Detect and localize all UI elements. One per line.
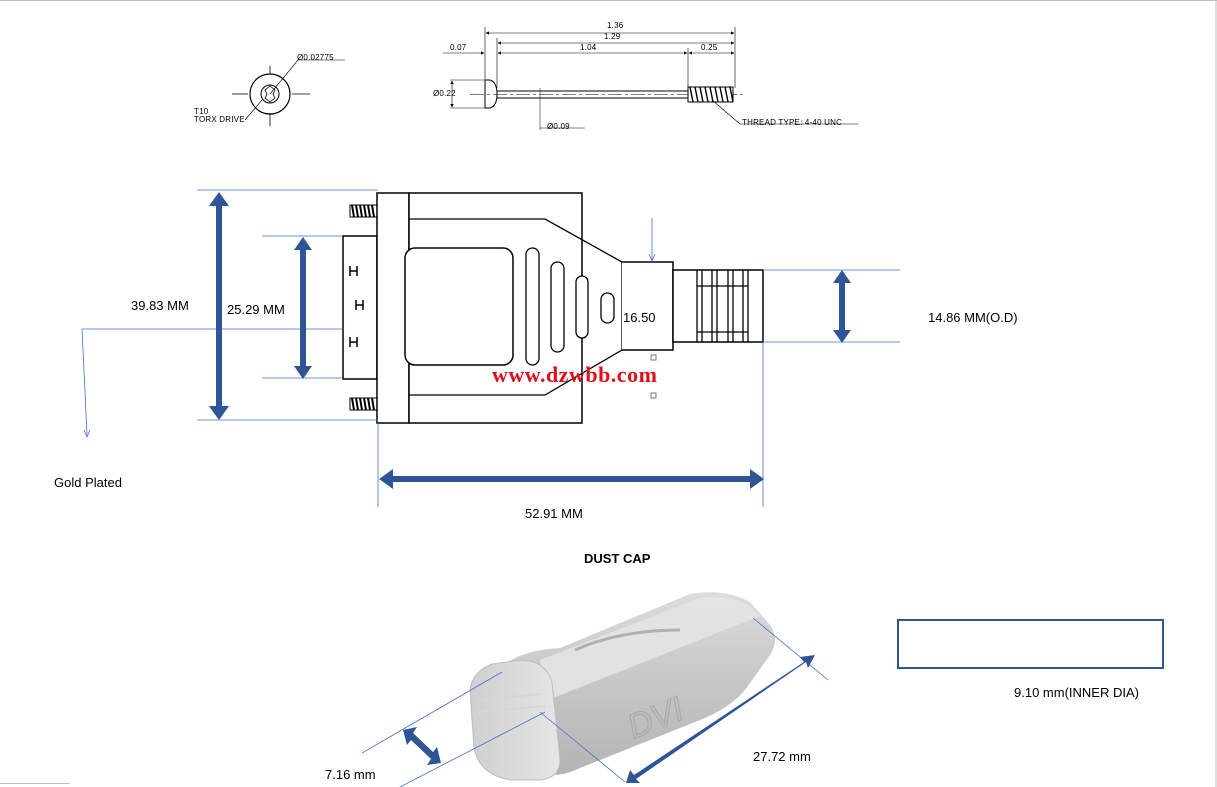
cable-od-label: 14.86 MM(O.D)	[928, 310, 1018, 325]
gold-plated-label: Gold Plated	[54, 475, 122, 490]
dim-body-label: 1.04	[580, 43, 597, 52]
dust-cap-extension-lines	[361, 617, 829, 787]
dia-head-label: Ø0.22	[433, 89, 456, 98]
drive-hole-label: Ø0.02775	[297, 53, 334, 62]
watermark: www.dzwbb.com	[492, 362, 658, 387]
inner-dia-label: 9.10 mm(INNER DIA)	[1014, 685, 1139, 700]
cap-length-arrow	[626, 655, 815, 783]
height-label: 39.83 MM	[131, 298, 189, 313]
drive-type-label: TORX DRIVE	[194, 115, 245, 124]
gold-plated-leader-arrow	[83, 429, 91, 439]
dim-head-label: 0.07	[450, 43, 467, 52]
drive-size-label: T10	[194, 107, 209, 116]
dust-cap-image: DVI	[469, 592, 775, 781]
inner-dia-box	[897, 619, 1164, 669]
cap-length-label: 27.72 mm	[753, 749, 811, 764]
inner-height-arrow	[294, 237, 312, 379]
dia-shaft-label: Ø0.09	[547, 122, 570, 131]
cap-width-arrow	[403, 727, 441, 765]
torx-drive-view	[232, 59, 345, 126]
dim-thread-length-label: 0.25	[701, 43, 718, 52]
height-arrow	[209, 192, 229, 420]
inner-height-label: 25.29 MM	[227, 302, 285, 317]
cap-width-label: 7.16 mm	[325, 767, 376, 782]
length-arrow	[379, 469, 764, 489]
neck-leader-arrow	[648, 253, 656, 263]
cable-od-arrow	[833, 270, 851, 343]
dim-shaft-label: 1.29	[604, 32, 621, 41]
extension-lines	[81, 189, 900, 507]
dim-total-label: 1.36	[607, 21, 624, 30]
dimension-arrows	[209, 192, 1026, 668]
jack-screw-top	[349, 204, 378, 218]
thumbscrew-side-view	[443, 27, 858, 130]
dust-cap-title: DUST CAP	[584, 551, 651, 566]
neck-label: 16.50	[623, 310, 656, 325]
thread-type-label: THREAD TYPE: 4-40 UNC	[742, 118, 843, 127]
dvi-connector-drawing	[342, 192, 764, 424]
jack-screw-bottom	[349, 397, 378, 411]
length-label: 52.91 MM	[525, 506, 583, 521]
